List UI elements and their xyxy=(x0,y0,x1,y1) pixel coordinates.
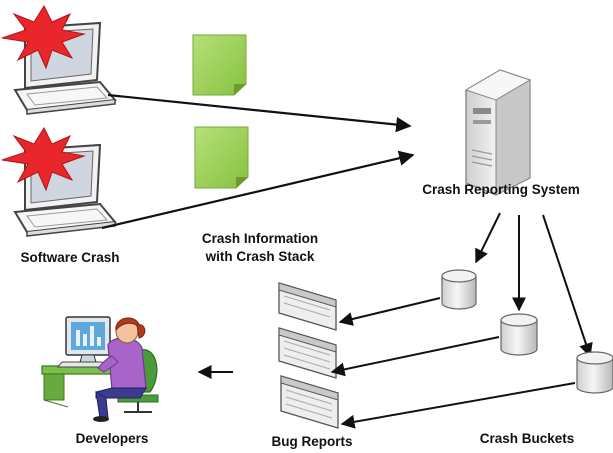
crash-burst-icon xyxy=(1,126,86,192)
arrow xyxy=(542,214,593,358)
arrow xyxy=(338,297,441,326)
crash-reporting-system-label: Crash Reporting System xyxy=(422,182,580,197)
arrow xyxy=(330,336,500,377)
arrow xyxy=(107,93,412,133)
software-crash-label: Software Crash xyxy=(20,250,120,265)
crash-buckets-label: Crash Buckets xyxy=(479,431,575,446)
developers-label: Developers xyxy=(75,431,149,446)
arrow xyxy=(340,382,576,429)
developer-icon xyxy=(41,316,159,422)
server-icon xyxy=(464,69,532,196)
crash-burst-icon xyxy=(1,4,86,70)
database-icon xyxy=(441,269,477,310)
bug-report-icon xyxy=(278,327,337,379)
arrow xyxy=(101,150,415,230)
database-icon xyxy=(576,351,613,394)
bug-report-icon xyxy=(280,375,339,429)
bug-reports-label: Bug Reports xyxy=(271,434,353,449)
document-icon xyxy=(194,126,249,189)
bug-report-icon xyxy=(278,282,337,331)
document-icon xyxy=(192,34,247,96)
arrow xyxy=(475,212,501,264)
database-icon xyxy=(500,313,538,356)
crash-info-label-line1: Crash Information xyxy=(201,231,319,246)
crash-info-label-line2: with Crash Stack xyxy=(205,249,315,264)
